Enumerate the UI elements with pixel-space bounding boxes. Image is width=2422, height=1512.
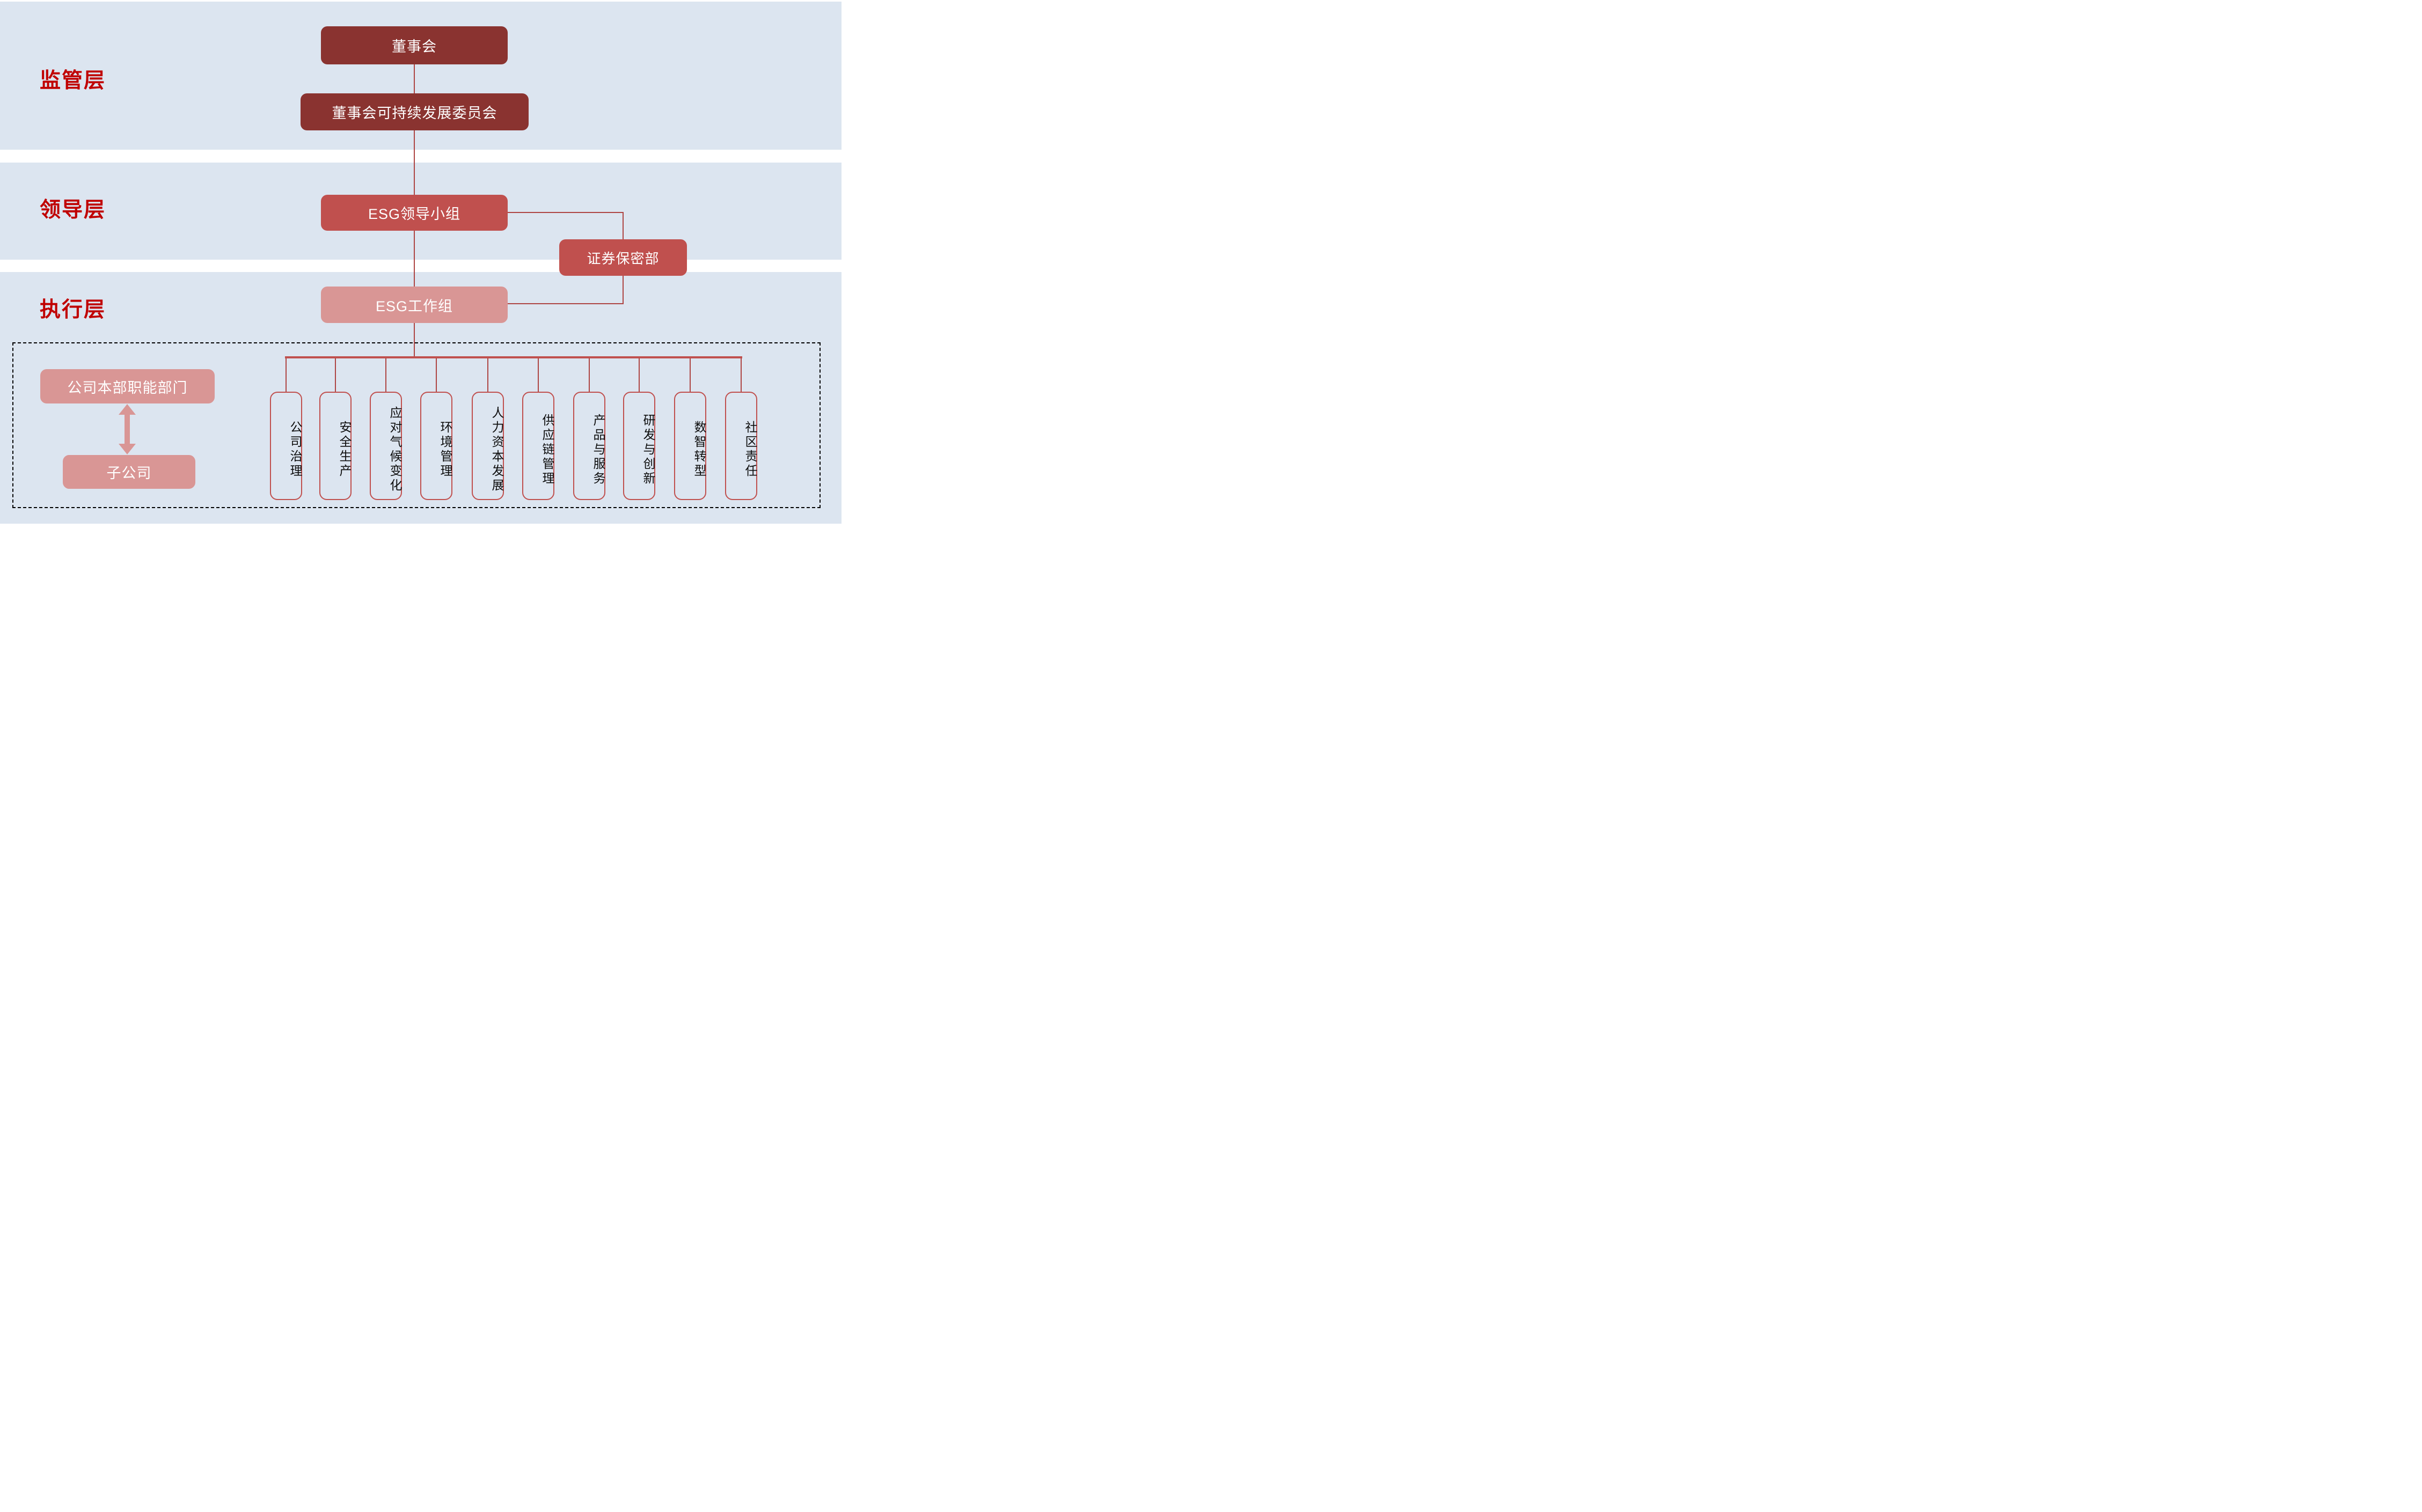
node-securities-confidentiality-dept: 证券保密部 bbox=[559, 239, 687, 276]
line-securities-to-working-group bbox=[508, 303, 624, 304]
work-stream-climate-change: 应对气候变化 bbox=[370, 392, 402, 500]
work-stream-human-capital: 人力资本发展 bbox=[472, 392, 504, 500]
execution-dashed-boundary bbox=[12, 342, 821, 508]
work-stream-rd-innovation: 研发与创新 bbox=[623, 392, 655, 500]
work-stream-products-services: 产品与服务 bbox=[573, 392, 605, 500]
double-arrow-down-head bbox=[119, 444, 136, 454]
work-stream-community-responsibility: 社区责任 bbox=[725, 392, 757, 500]
node-esg-leading-group: ESG领导小组 bbox=[321, 195, 508, 231]
layer-label-supervision: 监管层 bbox=[40, 69, 106, 92]
work-stream-corporate-governance: 公司治理 bbox=[270, 392, 302, 500]
node-hq-functional-departments: 公司本部职能部门 bbox=[40, 369, 215, 403]
drop-line-2 bbox=[335, 358, 336, 392]
work-stream-environmental-management: 环境管理 bbox=[420, 392, 452, 500]
double-arrow-shaft bbox=[125, 414, 130, 444]
work-stream-supply-chain: 供应链管理 bbox=[522, 392, 554, 500]
layer-label-leadership: 领导层 bbox=[40, 199, 106, 222]
line-leading-group-to-securities-top bbox=[508, 212, 624, 213]
drop-line-8 bbox=[639, 358, 640, 392]
work-stream-connector-bar bbox=[285, 356, 742, 358]
drop-line-9 bbox=[690, 358, 691, 392]
drop-line-6 bbox=[538, 358, 539, 392]
node-board-sustainability-committee: 董事会可持续发展委员会 bbox=[301, 93, 529, 130]
drop-line-3 bbox=[385, 358, 386, 392]
work-stream-digital-transformation: 数智转型 bbox=[674, 392, 706, 500]
line-committee-to-leading-group bbox=[414, 130, 415, 195]
drop-line-1 bbox=[286, 358, 287, 392]
node-esg-working-group: ESG工作组 bbox=[321, 287, 508, 323]
drop-line-10 bbox=[741, 358, 742, 392]
line-leading-group-to-working-group bbox=[414, 231, 415, 287]
drop-line-4 bbox=[436, 358, 437, 392]
drop-line-7 bbox=[589, 358, 590, 392]
line-board-to-committee bbox=[414, 64, 415, 93]
layer-label-execution: 执行层 bbox=[40, 298, 106, 321]
line-working-group-to-connector bbox=[414, 323, 415, 357]
drop-line-5 bbox=[487, 358, 488, 392]
node-board: 董事会 bbox=[321, 26, 508, 64]
line-securities-drop-in bbox=[623, 212, 624, 239]
line-securities-drop-out bbox=[623, 276, 624, 304]
node-subsidiaries: 子公司 bbox=[63, 455, 195, 489]
esg-governance-org-chart: 监管层 领导层 执行层 董事会 董事会可持续发展委员会 ESG领导小组 证券保密… bbox=[0, 0, 842, 525]
work-stream-production-safety: 安全生产 bbox=[319, 392, 352, 500]
double-arrow-up-head bbox=[119, 404, 136, 415]
